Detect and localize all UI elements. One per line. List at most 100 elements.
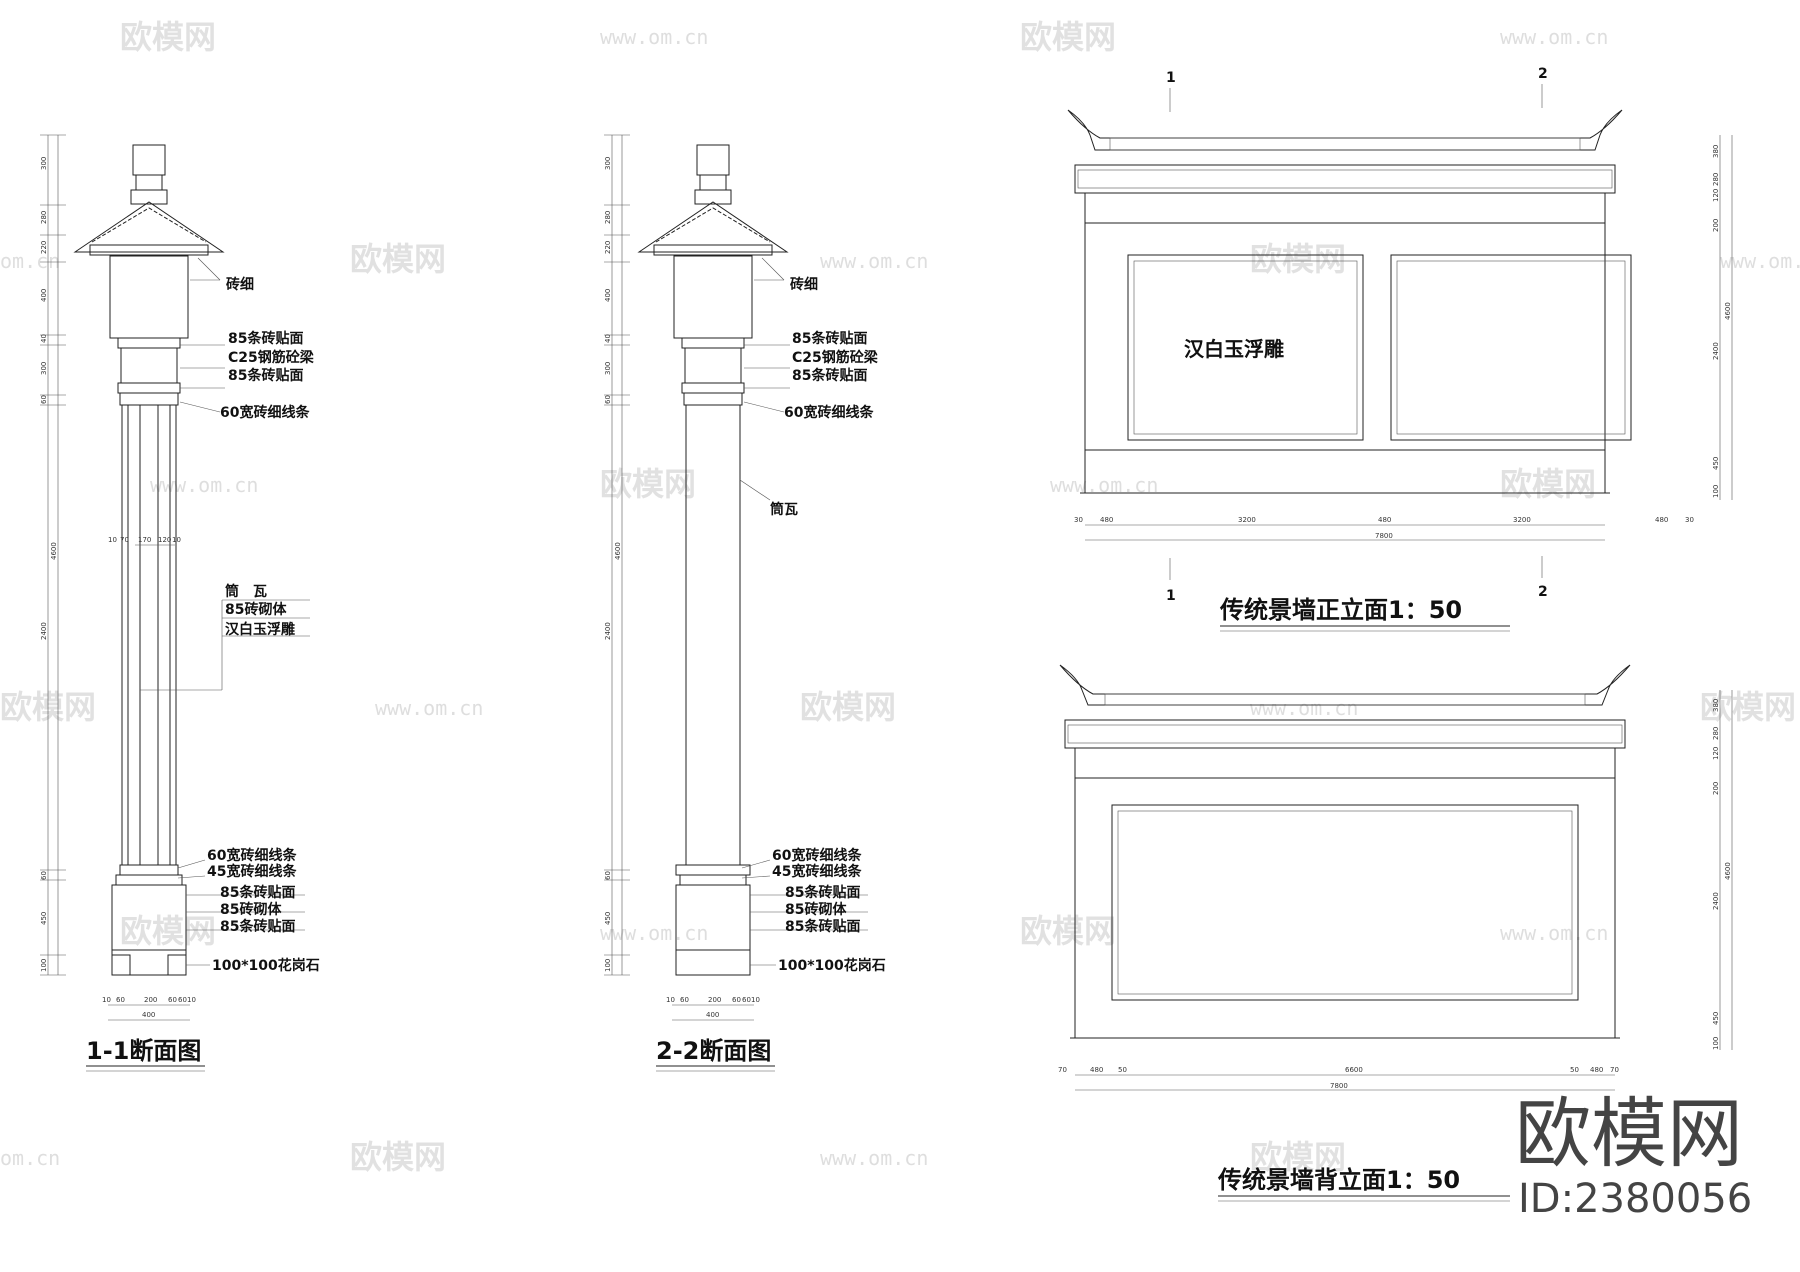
dim-h-total: 7800 [1330,1082,1348,1090]
dim-h-total: 7800 [1375,532,1393,540]
watermark-url: www.om.cn [820,1146,928,1170]
watermark-brand: 欧模网 [1250,240,1346,278]
dim-h: 480 [1100,516,1113,524]
watermark-url: www.om.cn [1500,25,1608,49]
watermark-url: www.om.cn [600,921,708,945]
dim-h: 70 [1610,1066,1619,1074]
watermark-brand: 欧模网 [350,240,446,278]
callout: 85条砖贴面 [792,330,867,347]
dim-h: 30 [1074,516,1083,524]
dim-v: 2400 [1712,342,1720,360]
section-title: 2-2断面图 [656,1037,771,1065]
dim-v: 200 [1712,219,1720,232]
callout: 85条砖贴面 [785,918,860,935]
dim-mid: 120 [158,536,171,544]
dim-h: 60 [680,996,689,1004]
callout: 砖细 [226,276,254,293]
dim-h: 480 [1590,1066,1603,1074]
dim-h: 60 [178,996,187,1004]
section-1-1: 300 280 220 400 40 300 60 4600 2400 60 4… [40,134,320,1072]
dim-v: 450 [40,912,48,925]
dim-v: 450 [1712,457,1720,470]
callout: 60宽砖细线条 [207,847,297,864]
dim-v: 40 [40,334,48,343]
callout: 85条砖贴面 [220,918,295,935]
dim-v: 60 [604,395,612,404]
watermark-brand: 欧模网 [120,18,216,56]
dim-v: 280 [40,211,48,224]
dim-v: 100 [1712,1037,1720,1050]
callout: 砖细 [790,276,818,293]
watermark-brand: 欧模网 [1700,688,1796,726]
dim-mid: 70 [120,536,129,544]
dim-v: 200 [1712,782,1720,795]
dim-v: 2400 [604,622,612,640]
callout: 85条砖贴面 [220,884,295,901]
section-mark: 2 [1538,584,1548,600]
callout: 筒 瓦 [225,583,267,600]
brand-block: 欧模网 ID:2380056 [1515,1089,1752,1222]
dim-h: 60 [168,996,177,1004]
dim-v: 120 [1712,189,1720,202]
dim-v: 300 [604,362,612,375]
dim-h: 30 [1685,516,1694,524]
dim-mid: 10 [172,536,181,544]
watermark-brand: 欧模网 [1020,18,1116,56]
section-mark: 1 [1166,588,1176,604]
dim-v-total: 4600 [614,542,622,560]
dim-v: 450 [604,912,612,925]
dim-v: 60 [604,871,612,880]
callout: 85条砖贴面 [785,884,860,901]
dim-v: 450 [1712,1012,1720,1025]
dim-mid: 170 [138,536,151,544]
dim-v: 220 [604,241,612,254]
watermark-brand: 欧模网 [1250,1138,1346,1176]
dim-v: 2400 [40,622,48,640]
watermark-url: www.om.cn [150,473,258,497]
dim-v: 380 [1712,145,1720,158]
section-2-2: 300 280 220 400 40 300 60 4600 2400 60 4… [604,134,886,1072]
watermark-brand: 欧模网 [800,688,896,726]
relief-label: 汉白玉浮雕 [1184,337,1284,361]
dim-h: 6600 [1345,1066,1363,1074]
dim-v: 2400 [1712,892,1720,910]
dim-v: 100 [40,959,48,972]
dim-h: 200 [144,996,157,1004]
dim-v: 400 [604,289,612,302]
section-title: 1-1断面图 [86,1037,201,1065]
callout: 85条砖贴面 [792,367,867,384]
watermark-url: www.om.cn [1250,696,1358,720]
callout: 85条砖贴面 [228,330,303,347]
dim-v-total: 4600 [50,542,58,560]
dim-h: 3200 [1238,516,1256,524]
back-elevation: 70 480 50 6600 50 480 70 7800 380 280 12… [1058,664,1733,1202]
dim-h: 480 [1378,516,1391,524]
watermark-partial: om.cn [0,1146,60,1170]
dim-v: 380 [1712,699,1720,712]
callout: 汉白玉浮雕 [225,621,295,638]
callout: 100*100花岗石 [212,957,320,974]
callout: 100*100花岗石 [778,957,886,974]
callout: 85砖砌体 [220,901,282,918]
section-mark: 2 [1538,66,1548,82]
dim-v: 300 [604,157,612,170]
callout: 筒瓦 [770,501,798,518]
watermark-url: www.om.cn [375,696,483,720]
dim-v: 280 [604,211,612,224]
dim-h: 200 [708,996,721,1004]
dim-h: 70 [1058,1066,1067,1074]
dim-h: 10 [751,996,760,1004]
dim-v: 60 [40,395,48,404]
dim-h: 60 [732,996,741,1004]
watermark-layer: 欧模网 www.om.cn 欧模网 www.om.cn om.cn 欧模网 ww… [0,18,1800,1176]
watermark-url: www.om.cn [600,25,708,49]
watermark-brand: 欧模网 [120,912,216,950]
dim-h-total: 400 [142,1011,155,1019]
elevation-title: 传统景墙背立面1：50 [1217,1166,1460,1194]
dim-v-total: 4600 [1724,862,1732,880]
dim-v: 400 [40,289,48,302]
dim-h-total: 400 [706,1011,719,1019]
dim-v: 100 [1712,485,1720,498]
callout: 60宽砖细线条 [784,404,874,421]
